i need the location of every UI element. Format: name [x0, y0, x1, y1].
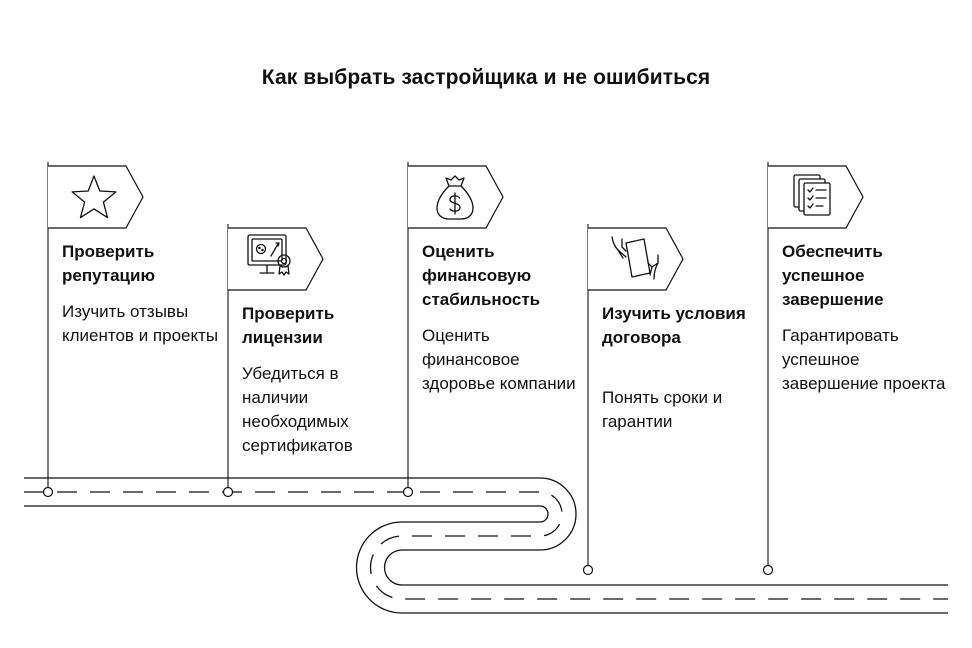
certificate-icon: [247, 234, 291, 276]
step-2-title: Проверить лицензии: [242, 304, 335, 347]
step-3-title: Оценить финансовую стабильность: [422, 242, 541, 309]
pole-1-base: [42, 486, 54, 498]
road-inner-edge: [24, 505, 948, 614]
step-1-description: Изучить отзывы клиентов и проекты: [62, 302, 219, 345]
step-4-title: Изучить условия договора: [602, 304, 746, 347]
flag-1: [48, 165, 144, 229]
contract-icon: [611, 236, 659, 280]
step-3-description: Оценить финансовое здоровье компании: [422, 326, 576, 393]
pole-4-base: [582, 564, 594, 576]
checklist-icon: [793, 174, 831, 216]
page-title: Как выбрать застройщика и не ошибиться: [261, 66, 711, 89]
flag-2: [228, 227, 324, 291]
road-center-line: [24, 491, 948, 600]
money-bag-icon: [436, 175, 474, 220]
flag-4: [588, 227, 684, 291]
road-outer-edge: [24, 477, 948, 586]
step-2-description: Убедиться в наличии необходимых сертифик…: [242, 364, 353, 455]
pole-5-base: [762, 564, 774, 576]
pole-2-base: [222, 486, 234, 498]
step-1-title: Проверить репутацию: [62, 242, 155, 285]
star-icon: [71, 175, 117, 219]
step-5-description: Гарантировать успешное завершение проект…: [782, 326, 946, 393]
pole-3-base: [402, 486, 414, 498]
step-4-description: Понять сроки и гарантии: [602, 388, 723, 431]
step-5-title: Обеспечить успешное завершение: [782, 242, 884, 309]
